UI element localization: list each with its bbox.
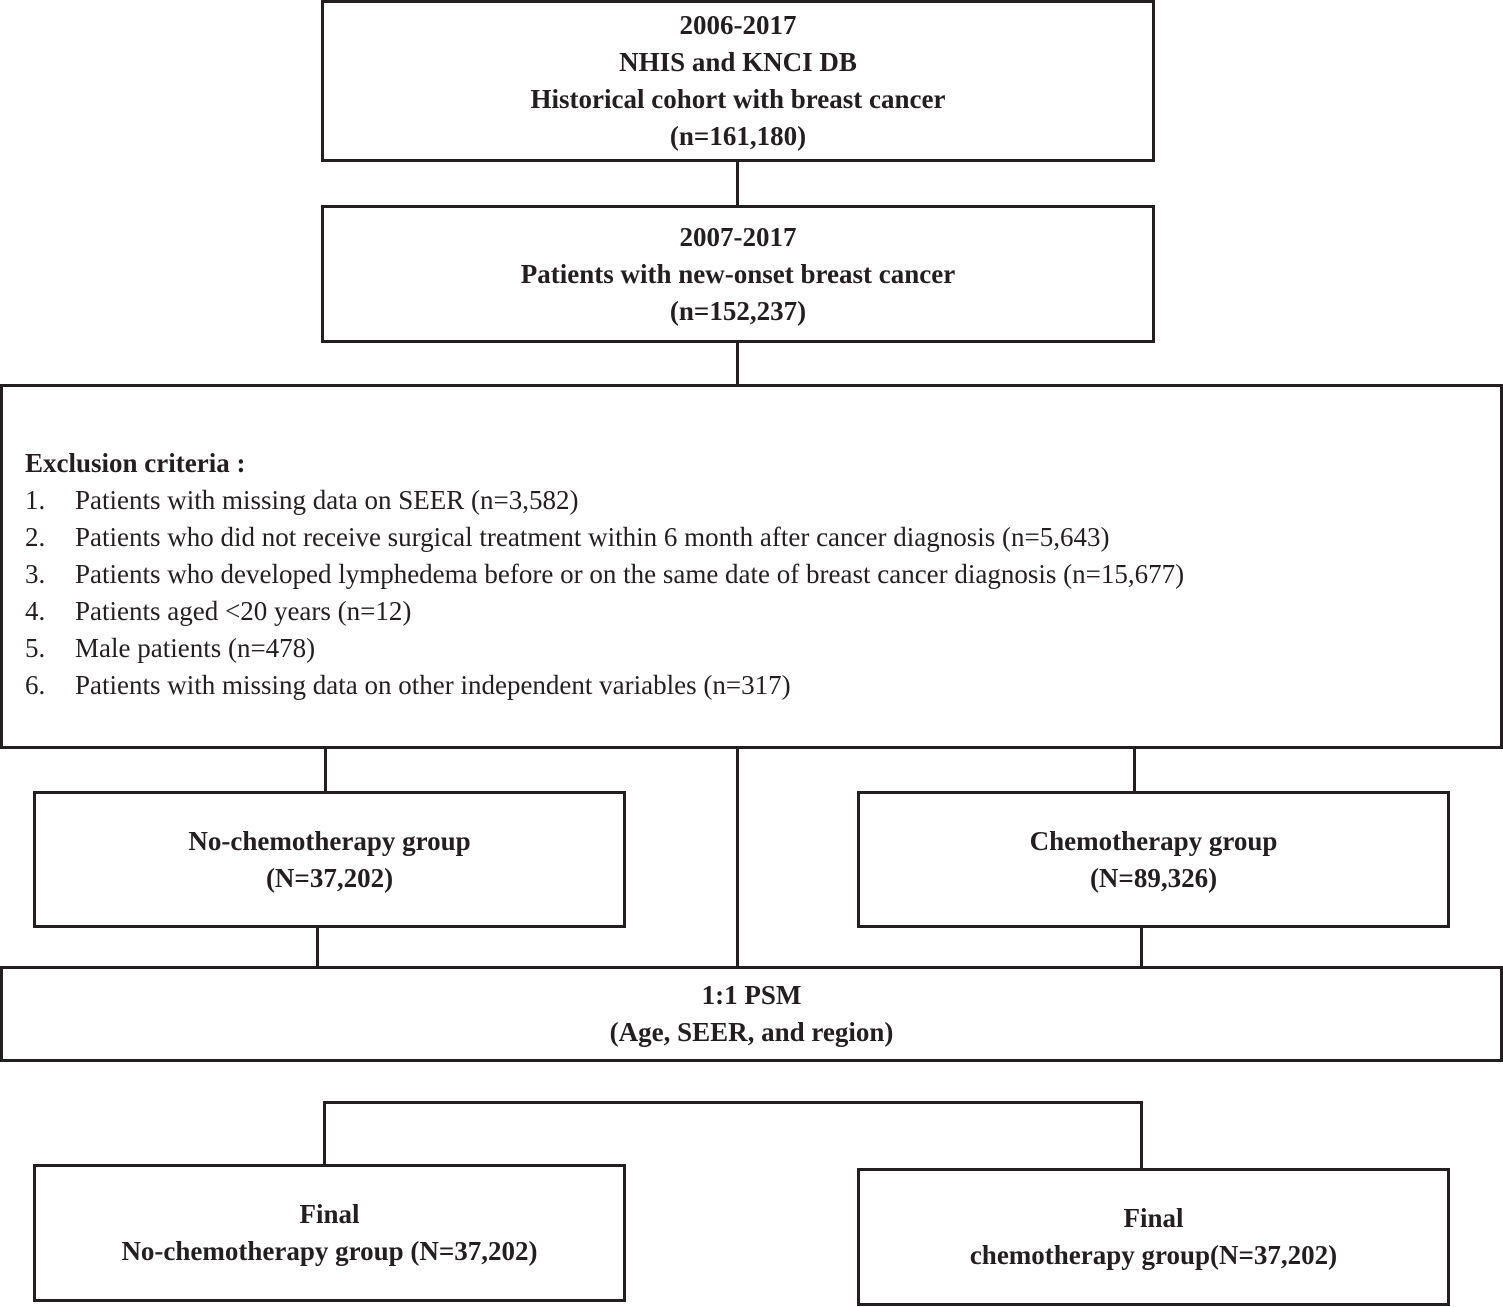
no-chemotherapy-count: (N=37,202) [265,862,394,893]
exclusion-title: Exclusion criteria : [25,448,246,478]
cohort-source: NHIS and KNCI DB [619,47,857,77]
exclusion-item-number: 6. [25,670,46,700]
exclusion-item: 2. Patients who did not receive surgical… [25,519,1500,556]
final-no-chemotherapy-count: No-chemotherapy group (N=37,202) [121,1236,538,1266]
new-onset-description: Patients with new-onset breast cancer [520,258,956,289]
psm-covariates: (Age, SEER, and region) [609,1017,894,1047]
new-onset-count: (n=152,237) [669,295,807,326]
connector-2-excl [736,343,739,384]
cohort-description: Historical cohort with breast cancer [530,84,946,114]
new-onset-years: 2007-2017 [679,221,797,252]
connector-excl-chemo [1133,749,1136,791]
final-no-chemotherapy-box: Final No-chemotherapy group (N=37,202) [33,1164,626,1302]
connector-chemo-psm [1140,928,1143,966]
exclusion-item-text: Patients with missing data on SEER (n=3,… [75,485,579,515]
exclusion-item-number: 3. [25,559,46,589]
no-chemotherapy-label: No-chemotherapy group [188,825,471,856]
exclusion-item: 1. Patients with missing data on SEER (n… [25,482,1500,519]
exclusion-item-text: Male patients (n=478) [75,633,316,663]
connector-excl-no-chemo [324,749,327,791]
exclusion-item: 3. Patients who developed lymphedema bef… [25,556,1500,593]
chemotherapy-group-box: Chemotherapy group (N=89,326) [857,791,1450,928]
final-chemotherapy-count: chemotherapy group(N=37,202) [969,1240,1338,1270]
final-no-chemotherapy-label: Final [299,1199,360,1229]
exclusion-item: 6. Patients with missing data on other i… [25,667,1500,704]
final-chemotherapy-box: Final chemotherapy group(N=37,202) [857,1168,1450,1306]
exclusion-item-number: 2. [25,522,46,552]
exclusion-item-text: Patients who did not receive surgical tr… [75,522,1110,552]
connector-no-chemo-psm [316,928,319,966]
exclusion-item-number: 1. [25,485,46,515]
exclusion-item-text: Patients who developed lymphedema before… [75,559,1185,589]
final-chemotherapy-label: Final [1123,1203,1184,1233]
connector-final-bracket [323,1101,1143,1104]
exclusion-item-number: 5. [25,633,46,663]
chemotherapy-count: (N=89,326) [1089,862,1218,893]
exclusion-item: 4. Patients aged <20 years (n=12) [25,593,1500,630]
cohort-box: 2006-2017 NHIS and KNCI DB Historical co… [321,0,1155,162]
cohort-count: (n=161,180) [669,121,807,151]
exclusion-item: 5. Male patients (n=478) [25,630,1500,667]
connector-excl-psm [736,749,739,966]
psm-box: 1:1 PSM (Age, SEER, and region) [0,966,1503,1062]
cohort-years: 2006-2017 [679,10,797,40]
chemotherapy-label: Chemotherapy group [1029,825,1278,856]
exclusion-criteria-box: Exclusion criteria : 1. Patients with mi… [0,384,1503,749]
new-onset-box: 2007-2017 Patients with new-onset breast… [321,205,1155,343]
psm-title: 1:1 PSM [701,980,802,1010]
exclusion-item-text: Patients aged <20 years (n=12) [75,596,412,626]
connector-final-no-chemo [323,1101,326,1165]
exclusion-item-text: Patients with missing data on other inde… [75,670,791,700]
no-chemotherapy-group-box: No-chemotherapy group (N=37,202) [33,791,626,928]
exclusion-item-number: 4. [25,596,46,626]
connector-final-chemo [1140,1101,1143,1169]
connector-1-2 [736,162,739,205]
